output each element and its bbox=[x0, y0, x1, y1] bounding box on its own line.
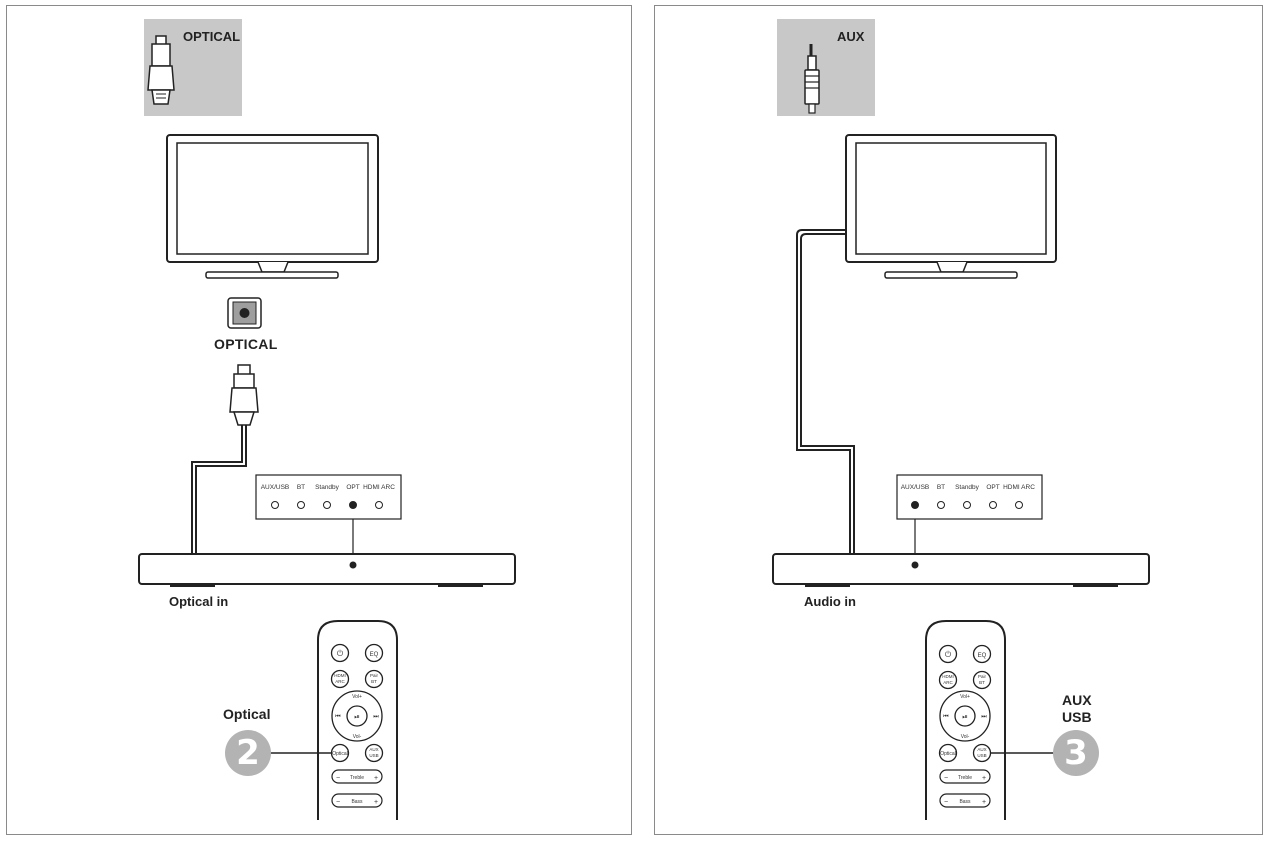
remote-left bbox=[270, 620, 398, 820]
optical-cable-icon bbox=[144, 19, 242, 116]
remote-usb-label: USB bbox=[369, 753, 378, 758]
remote-vol-minus: Vol- bbox=[353, 734, 362, 740]
remote-pair-label: Pair bbox=[978, 674, 987, 679]
remote-bass-label: Bass bbox=[351, 799, 363, 805]
audio-in-label: Audio in bbox=[804, 594, 856, 609]
play-pause-icon: ⏯ bbox=[962, 714, 968, 721]
eq-icon: EQ bbox=[370, 652, 379, 658]
remote-aux-label: AUX bbox=[369, 747, 378, 752]
treble-minus: − bbox=[944, 775, 948, 782]
indicator-label-hdmi-arc: HDMI ARC bbox=[363, 484, 395, 491]
aux-tag-label: AUX bbox=[837, 29, 865, 44]
remote-bt-label: BT bbox=[979, 680, 985, 685]
remote-optical-callout: Optical bbox=[223, 706, 271, 722]
remote-vol-minus: Vol- bbox=[961, 734, 970, 740]
eq-icon: EQ bbox=[978, 653, 987, 659]
step-badge-2: 2 bbox=[225, 730, 271, 776]
step-badge-3: 3 bbox=[1053, 730, 1099, 776]
prev-track-icon: ⏮ bbox=[943, 714, 949, 720]
optical-in-label: Optical in bbox=[169, 594, 229, 609]
treble-minus: − bbox=[336, 775, 340, 782]
remote-optical-label: Optical bbox=[332, 751, 348, 757]
remote-usb-label: USB bbox=[977, 753, 986, 758]
remote-treble-label: Treble bbox=[350, 775, 364, 781]
indicator-label-opt: OPT bbox=[346, 484, 359, 491]
tv-right bbox=[796, 134, 1057, 555]
optical-plug-icon bbox=[191, 364, 259, 555]
optical-tag-label: OPTICAL bbox=[183, 29, 241, 44]
play-pause-icon: ⏯ bbox=[354, 714, 360, 721]
indicator-label-hdmi-arc: HDMI ARC bbox=[1003, 484, 1035, 491]
indicator-label-bt: BT bbox=[297, 484, 305, 491]
remote-aux-callout-line1: AUX bbox=[1062, 692, 1092, 708]
remote-vol-plus: Vol+ bbox=[352, 694, 362, 700]
indicator-panel-left bbox=[255, 474, 402, 563]
remote-hdmi-label: HDMI bbox=[334, 673, 346, 678]
indicator-label-aux-usb: AUX/USB bbox=[261, 484, 290, 491]
remote-pair-label: Pair bbox=[370, 673, 379, 678]
optical-port-icon bbox=[227, 297, 262, 329]
aux-cable-icon bbox=[777, 19, 875, 116]
soundbar-left bbox=[138, 553, 516, 587]
remote-right bbox=[925, 620, 1054, 820]
remote-optical-label: Optical bbox=[940, 751, 956, 757]
treble-plus: + bbox=[374, 775, 378, 782]
remote-usb-callout-line2: USB bbox=[1062, 709, 1092, 725]
remote-bt-label: BT bbox=[371, 679, 377, 684]
next-track-icon: ⏭ bbox=[373, 714, 379, 720]
indicator-label-aux-usb: AUX/USB bbox=[901, 484, 930, 491]
indicator-label-bt: BT bbox=[937, 484, 945, 491]
bass-plus: + bbox=[982, 799, 986, 806]
bass-minus: − bbox=[944, 799, 948, 806]
treble-plus: + bbox=[982, 775, 986, 782]
bass-plus: + bbox=[374, 799, 378, 806]
remote-bass-label: Bass bbox=[959, 799, 971, 805]
power-icon: ⏻ bbox=[337, 649, 344, 658]
prev-track-icon: ⏮ bbox=[335, 714, 341, 720]
indicator-label-standby: Standby bbox=[955, 484, 980, 491]
remote-treble-label: Treble bbox=[958, 775, 972, 781]
next-track-icon: ⏭ bbox=[981, 714, 987, 720]
remote-arc-label: ARC bbox=[335, 679, 345, 684]
tv-left bbox=[166, 134, 379, 279]
indicator-label-opt: OPT bbox=[986, 484, 999, 491]
indicator-label-standby: Standby bbox=[315, 484, 340, 491]
remote-vol-plus: Vol+ bbox=[960, 694, 970, 700]
optical-port-label: OPTICAL bbox=[214, 336, 278, 352]
remote-aux-label: AUX bbox=[977, 747, 986, 752]
indicator-panel-right bbox=[896, 474, 1043, 563]
bass-minus: − bbox=[336, 799, 340, 806]
remote-hdmi-label: HDMI bbox=[942, 674, 954, 679]
soundbar-right bbox=[772, 553, 1150, 587]
power-icon: ⏻ bbox=[945, 650, 952, 659]
remote-arc-label: ARC bbox=[943, 680, 953, 685]
